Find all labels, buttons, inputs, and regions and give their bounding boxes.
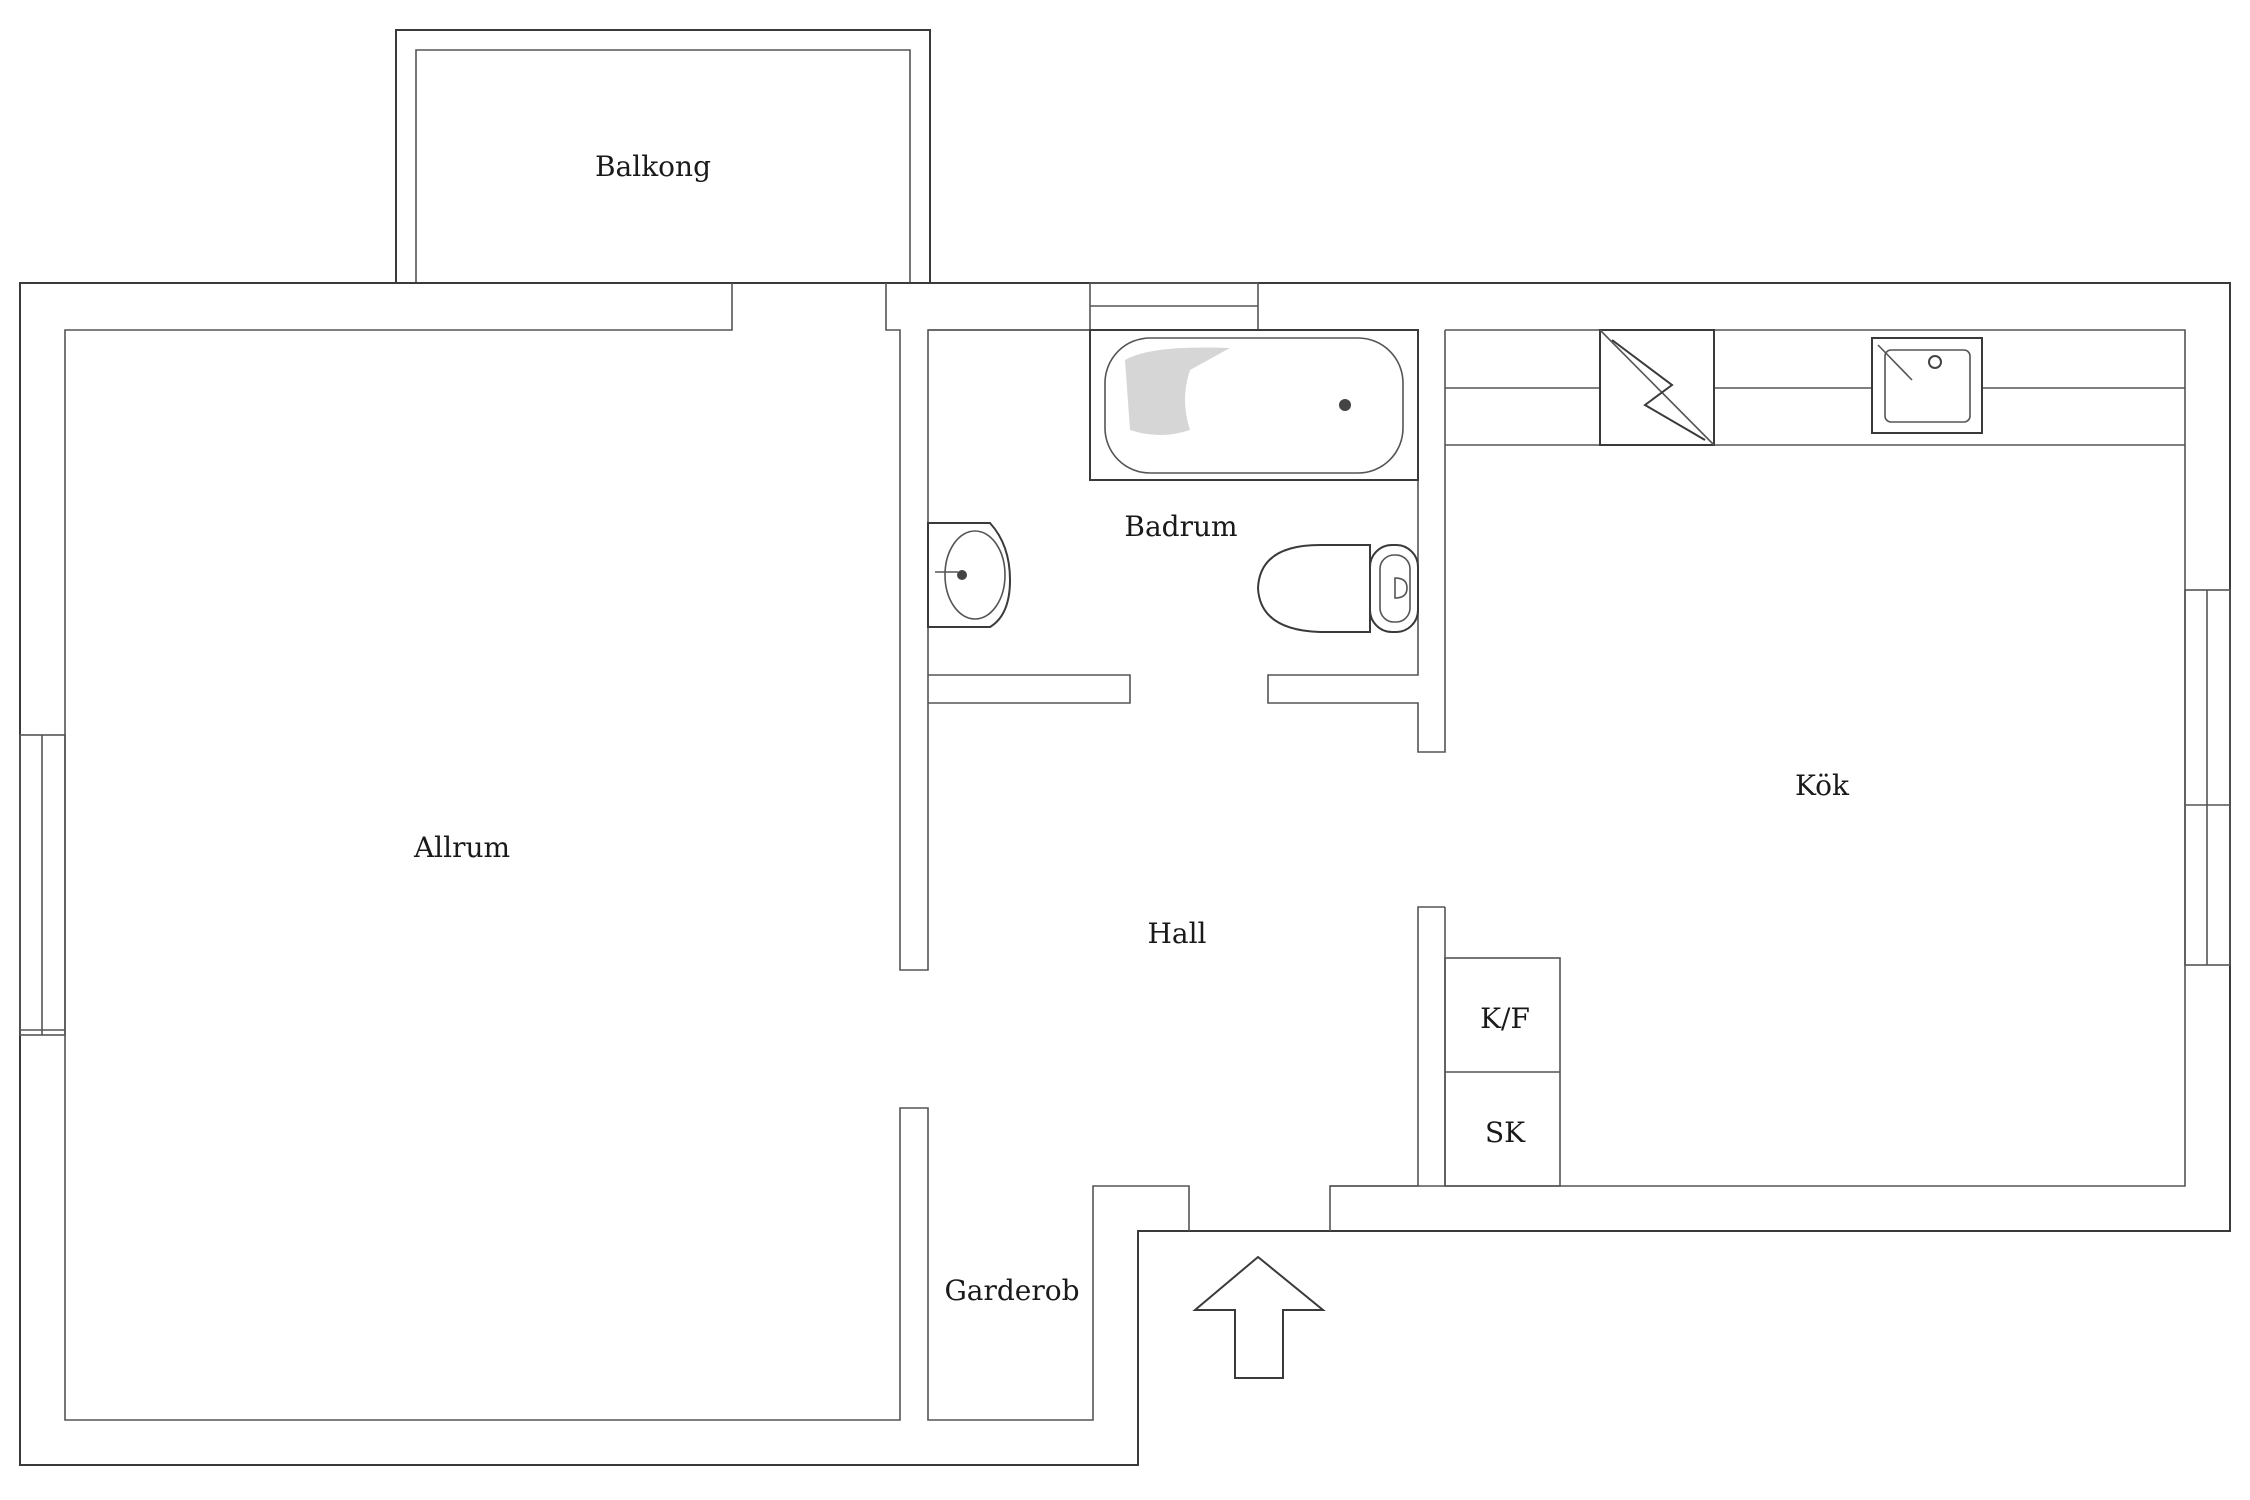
- toilet-icon: [1256, 544, 1419, 633]
- entrance-arrow-icon: [1192, 1255, 1326, 1379]
- sink-icon: [927, 522, 1012, 628]
- label-badrum: Badrum: [1124, 510, 1237, 543]
- label-balkong: Balkong: [595, 150, 711, 183]
- label-kf: K/F: [1480, 1002, 1530, 1035]
- label-garderob: Garderob: [944, 1274, 1079, 1307]
- label-kok: Kök: [1795, 769, 1850, 802]
- balcony: [395, 29, 931, 283]
- label-sk: SK: [1485, 1116, 1526, 1149]
- allrum-walls: [19, 283, 1190, 1421]
- kitchen-sink-icon: [1871, 337, 1983, 434]
- label-allrum: Allrum: [413, 831, 510, 864]
- outer-wall: [19, 282, 2231, 1466]
- label-hall: Hall: [1147, 917, 1206, 950]
- kitchen-walls: [1329, 329, 2231, 1231]
- bathtub-icon: [1089, 329, 1419, 481]
- stove-icon: [1599, 329, 1715, 446]
